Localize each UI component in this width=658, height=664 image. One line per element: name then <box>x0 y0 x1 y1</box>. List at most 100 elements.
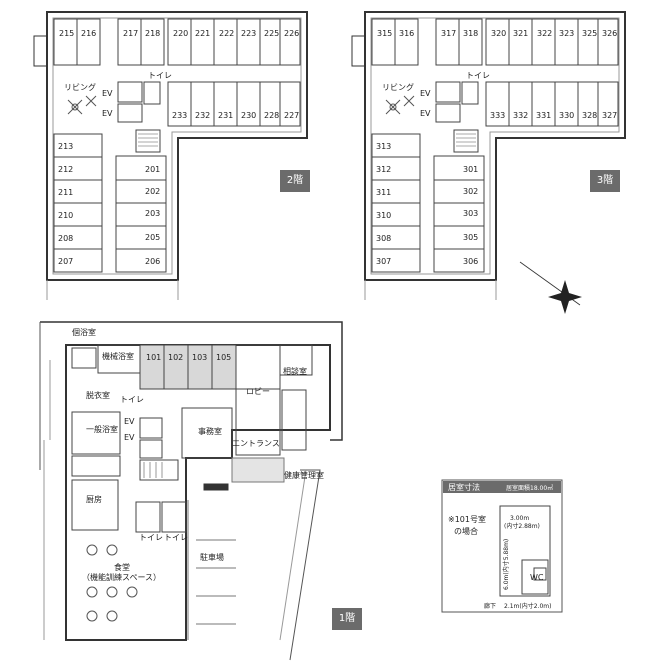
room-label: 220 <box>173 29 188 38</box>
room-label: 221 <box>195 29 210 38</box>
ev-label: EV <box>420 109 431 118</box>
floor3-badge: 3階 <box>590 170 620 192</box>
toilet-label: トイレ <box>164 533 188 542</box>
parking-label: 駐車場 <box>200 552 224 562</box>
office-label: 事務室 <box>198 426 222 436</box>
room-area-label: 居室面積18.00㎡ <box>506 484 553 492</box>
room-label: 317 <box>441 29 456 38</box>
room-label: 211 <box>58 188 73 197</box>
room-label: 216 <box>81 29 96 38</box>
toilet-label: トイレ <box>120 395 144 404</box>
floor3-plan <box>351 11 626 300</box>
bath-staff-label: 個浴室 <box>72 327 96 337</box>
general-bath-label: 一般浴室 <box>86 424 118 434</box>
room-dim-width: 3.00m <box>510 515 529 522</box>
room-label: 206 <box>145 257 160 266</box>
room-label: 231 <box>218 111 233 120</box>
corridor-label: 廊下 <box>484 602 496 610</box>
room-label: 333 <box>490 111 505 120</box>
room-label: 302 <box>463 187 478 196</box>
wc-label: WC <box>530 573 544 582</box>
room-label: 313 <box>376 142 391 151</box>
dining-label: 食堂 <box>114 562 130 572</box>
room-label: 326 <box>602 29 617 38</box>
room-label: 332 <box>513 111 528 120</box>
room-label: 301 <box>463 165 478 174</box>
room-label: 218 <box>145 29 160 38</box>
room-label: 226 <box>284 29 299 38</box>
floor2-badge: 2階 <box>280 170 310 192</box>
living-label: リビング <box>382 82 414 92</box>
room-label: 215 <box>59 29 74 38</box>
room-label: 312 <box>376 165 391 174</box>
room-label: 321 <box>513 29 528 38</box>
room-label: 310 <box>376 211 391 220</box>
floor2-labels: 215 216 217 218 220 221 222 223 225 226 … <box>58 29 299 266</box>
floor2-plan <box>33 11 308 300</box>
dining-sub-label: （機能訓練スペース） <box>82 572 161 582</box>
room-info-labels: 居室寸法 居室面積18.00㎡ ※101号室 の場合 3.00m (内寸2.88… <box>448 482 553 610</box>
room-label: 103 <box>192 353 207 362</box>
room-label: 207 <box>58 257 73 266</box>
room-label: 305 <box>463 233 478 242</box>
room-label: 322 <box>537 29 552 38</box>
floor1-plan <box>39 321 343 661</box>
room-label: 212 <box>58 165 73 174</box>
room-label: 331 <box>536 111 551 120</box>
room-dim-height: 6.0m(内寸5.88m) <box>502 539 510 590</box>
ev-label: EV <box>124 417 135 426</box>
room-label: 233 <box>172 111 187 120</box>
room-note-label: ※101号室 <box>448 514 486 524</box>
room-label: 223 <box>241 29 256 38</box>
toilet-label: トイレ <box>466 71 490 80</box>
health-room-label: 健康管理室 <box>284 470 324 480</box>
room-info-box <box>441 479 563 613</box>
ev-label: EV <box>102 89 113 98</box>
toilet-label: トイレ <box>139 533 163 542</box>
room-label: 105 <box>216 353 231 362</box>
toilet-label: トイレ <box>148 71 172 80</box>
room-label: 101 <box>146 353 161 362</box>
room-label: 303 <box>463 209 478 218</box>
room-label: 316 <box>399 29 414 38</box>
ev-label: EV <box>102 109 113 118</box>
room-label: 217 <box>123 29 138 38</box>
kitchen-label: 厨房 <box>86 494 102 504</box>
floor1-labels: 101 102 103 105 個浴室 機械浴室 脱衣室 一般浴室 トイレ EV… <box>72 327 324 582</box>
ev-label: EV <box>124 433 135 442</box>
compass-icon <box>519 261 582 314</box>
floor1-badge: 1階 <box>332 608 362 630</box>
room-label: 230 <box>241 111 256 120</box>
floor3-labels: 315 316 317 318 320 321 322 323 325 326 … <box>376 29 617 266</box>
ev-label: EV <box>420 89 431 98</box>
room-label: 325 <box>582 29 597 38</box>
room-label: 222 <box>219 29 234 38</box>
room-label: 327 <box>602 111 617 120</box>
room-label: 311 <box>376 188 391 197</box>
room-label: 102 <box>168 353 183 362</box>
room-label: 213 <box>58 142 73 151</box>
room-label: 320 <box>491 29 506 38</box>
room-dim-width-inner: (内寸2.88m) <box>504 522 540 530</box>
room-label: 323 <box>559 29 574 38</box>
room-dim-bottom: 2.1m(内寸2.0m) <box>504 602 551 610</box>
room-label: 330 <box>559 111 574 120</box>
living-label: リビング <box>64 82 96 92</box>
room-label: 328 <box>582 111 597 120</box>
room-label: 205 <box>145 233 160 242</box>
room-label: 203 <box>145 209 160 218</box>
consult-room-label: 相談室 <box>283 366 307 376</box>
room-label: 202 <box>145 187 160 196</box>
room-label: 227 <box>284 111 299 120</box>
room-label: 232 <box>195 111 210 120</box>
room-info-title: 居室寸法 <box>448 482 480 492</box>
room-label: 318 <box>463 29 478 38</box>
room-note-label: の場合 <box>454 526 478 536</box>
room-label: 201 <box>145 165 160 174</box>
room-label: 306 <box>463 257 478 266</box>
room-label: 228 <box>264 111 279 120</box>
room-label: 308 <box>376 234 391 243</box>
room-label: 208 <box>58 234 73 243</box>
room-label: 307 <box>376 257 391 266</box>
